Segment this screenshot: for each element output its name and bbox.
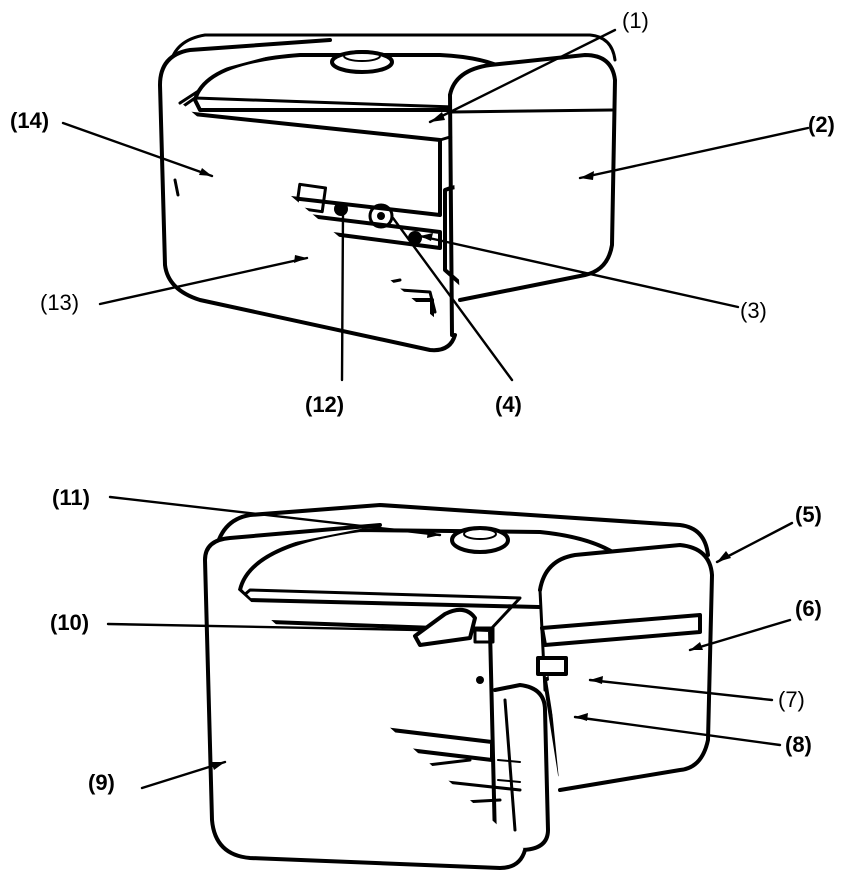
callout-labels: (1) (2) (3) (4) (5) (6) (7) (8) (9) (10)…: [10, 8, 835, 795]
choke-lever: [413, 607, 477, 647]
callout-5: (5): [795, 502, 822, 527]
callout-8: (8): [785, 732, 812, 757]
meter-display: [294, 182, 328, 214]
leader-lines: [61, 28, 810, 790]
outlet-socket: [368, 203, 394, 229]
generator-front-view: [158, 33, 617, 353]
callout-2: (2): [808, 112, 835, 137]
callout-10: (10): [50, 610, 89, 635]
frame-left-rear: [203, 523, 527, 870]
frame-left: [158, 38, 457, 353]
frame-leg: [493, 683, 550, 852]
callout-11: (11): [52, 485, 90, 510]
spark-plug-cap: [536, 656, 568, 676]
callout-9: (9): [88, 770, 115, 795]
generator-rear-view: [203, 503, 714, 870]
frame-right: [448, 53, 617, 302]
callout-3: (3): [740, 298, 767, 323]
callout-4: (4): [495, 392, 522, 417]
callout-6: (6): [795, 596, 822, 621]
callout-13: (13): [40, 290, 79, 315]
callout-12: (12): [305, 392, 344, 417]
callout-14: (14): [10, 108, 49, 133]
callout-1: (1): [622, 8, 649, 33]
panel-switch-12: [334, 202, 348, 216]
callout-7: (7): [778, 687, 805, 712]
